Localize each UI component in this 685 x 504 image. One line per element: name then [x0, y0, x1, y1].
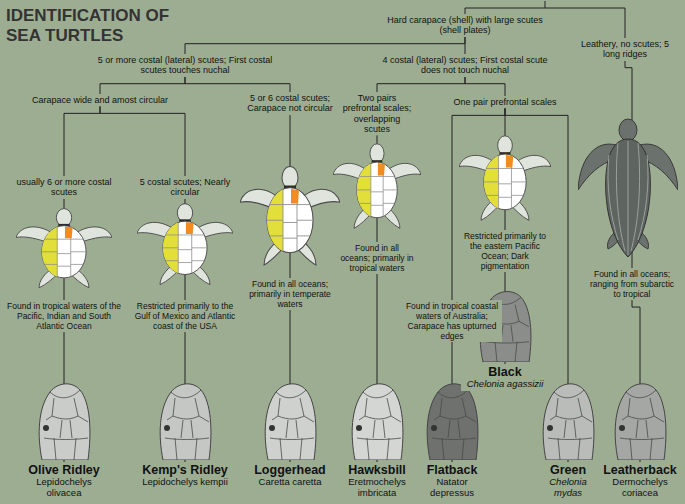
node-text: Hard carapace (shell) with large scutes …: [387, 15, 543, 36]
turtle-illustration: [459, 136, 551, 220]
key-criterion: Carapace wide and amost circular: [25, 94, 175, 106]
node-text: Flatback: [416, 463, 488, 477]
tree-connector: [465, 37, 466, 54]
key-criterion: usually 6 or more costal scutes: [9, 176, 119, 199]
diagram-title: IDENTIFICATION OF SEA TURTLES: [6, 6, 196, 47]
latin-name: Lepidochelys kempii: [139, 477, 231, 488]
latin-name: Chelonia agassizii: [463, 379, 547, 390]
node-text: 5 or 6 costal scutes; Carapace not circu…: [245, 93, 335, 114]
range-note: Restricted primarily to the Gulf of Mexi…: [129, 300, 241, 332]
latin-name: Natator depressus: [416, 477, 488, 498]
latin-name: Caretta caretta: [250, 477, 330, 488]
turtle-illustration: [137, 204, 233, 285]
node-text: 5 or more costal (lateral) scutes; First…: [97, 55, 273, 76]
tree-connector: [185, 37, 465, 54]
species-name: GreenChelonia mydas: [537, 462, 599, 499]
turtle-illustration: [240, 166, 340, 265]
latin-name: Dermochelys coriacea: [602, 477, 678, 498]
turtle-illustration: [333, 144, 421, 228]
range-note: Found in all oceans; primarily in temper…: [246, 278, 334, 310]
species-name: Kemp's RidleyLepidochelys kempii: [137, 462, 233, 489]
head-image: [39, 384, 90, 460]
node-text: 4 costal (lateral) scutes; First costal …: [374, 55, 556, 76]
key-criterion: Two pairs prefrontal scales; overlapping…: [338, 92, 416, 135]
key-criterion: One pair prefrontal scales: [450, 96, 560, 108]
node-text: Leathery, no scutes; 5 long ridges: [575, 39, 675, 60]
tree-connector: [185, 77, 290, 92]
node-text: Restricted primarily to the Gulf of Mexi…: [131, 301, 239, 331]
tree-connector: [465, 77, 505, 96]
node-text: Found in all oceans; primarily in temper…: [248, 279, 332, 309]
latin-name: Chelonia mydas: [539, 477, 597, 498]
node-text: Two pairs prefrontal scales; overlapping…: [340, 93, 414, 134]
species-name: Olive RidleyLepidochelys olivacea: [22, 462, 106, 499]
species-name: FlatbackNatator depressus: [414, 462, 490, 499]
node-text: usually 6 or more costal scutes: [11, 177, 117, 198]
node-text: 5 costal scutes; Nearly circular: [132, 177, 238, 198]
node-text: Found in all oceans; primarily in tropic…: [340, 243, 414, 273]
tree-connector: [64, 106, 100, 176]
node-text: One pair prefrontal scales: [452, 97, 558, 107]
head-image: [352, 384, 403, 460]
node-text: Hawksbill: [340, 463, 414, 477]
latin-name: Eretmochelys imbricata: [340, 477, 414, 498]
node-text: Found in all oceans; ranging from subarc…: [588, 269, 676, 299]
tree-connector: [100, 77, 185, 94]
key-criterion: 5 or more costal (lateral) scutes; First…: [95, 54, 275, 77]
node-text: Leatherback: [602, 463, 678, 477]
node-text: Found in tropical coastal waters of Aust…: [404, 301, 500, 341]
key-criterion: 5 or 6 costal scutes; Carapace not circu…: [243, 92, 337, 115]
key-criterion: Leathery, no scutes; 5 long ridges: [573, 38, 677, 61]
head-image: [543, 384, 594, 460]
key-criterion: Hard carapace (shell) with large scutes …: [385, 14, 545, 37]
tree-connector: [377, 77, 465, 92]
range-note: Found in tropical coastal waters of Aust…: [402, 300, 502, 342]
species-name: LoggerheadCaretta caretta: [248, 462, 332, 489]
node-text: Olive Ridley: [24, 463, 104, 477]
node-text: Loggerhead: [250, 463, 330, 477]
tree-connector: [100, 106, 185, 176]
turtle-illustration: [578, 119, 678, 257]
range-note: Found in tropical waters of the Pacific,…: [5, 300, 123, 332]
key-criterion: 5 costal scutes; Nearly circular: [130, 176, 240, 199]
latin-name: Lepidochelys olivacea: [24, 477, 104, 498]
node-text: Restricted primarily to the eastern Paci…: [463, 231, 547, 271]
node-text: Carapace wide and amost circular: [27, 95, 173, 105]
node-text: Found in tropical waters of the Pacific,…: [7, 301, 121, 331]
range-note: Restricted primarily to the eastern Paci…: [461, 230, 549, 272]
head-image: [160, 384, 211, 460]
node-text: Black: [463, 365, 547, 379]
range-note: Found in all oceans; ranging from subarc…: [586, 268, 678, 300]
key-criterion: 4 costal (lateral) scutes; First costal …: [372, 54, 558, 77]
species-name: BlackChelonia agassizii: [461, 364, 549, 391]
node-text: Green: [539, 463, 597, 477]
turtle-illustration: [16, 209, 112, 288]
species-name: LeatherbackDermochelys coriacea: [600, 462, 680, 499]
node-text: Kemp's Ridley: [139, 463, 231, 477]
head-image: [427, 384, 478, 460]
range-note: Found in all oceans; primarily in tropic…: [338, 242, 416, 274]
head-image: [615, 384, 666, 460]
species-name: HawksbillEretmochelys imbricata: [338, 462, 416, 499]
head-image: [265, 384, 316, 460]
